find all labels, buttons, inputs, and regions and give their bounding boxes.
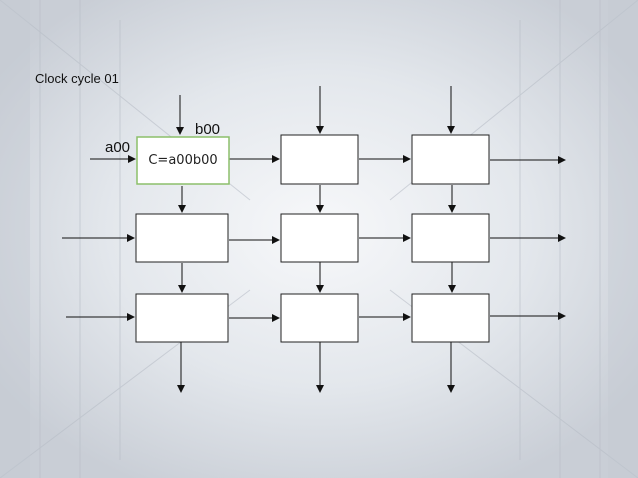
input-b-label: b00 [195, 121, 221, 138]
processing-elements [135, 134, 490, 343]
pe-cell [280, 134, 359, 185]
pe-cell [280, 213, 359, 263]
input-a-label: a00 [105, 139, 131, 156]
horizontal-arrows [62, 155, 566, 322]
pe-cell [411, 213, 490, 263]
pe-cell-active [136, 136, 230, 185]
vertical-arrows [176, 86, 456, 393]
pe-cell [280, 293, 359, 343]
clock-cycle-label: Clock cycle 01 [35, 71, 119, 86]
pe-cell [135, 293, 229, 343]
pe-cell [411, 134, 490, 185]
pe-cell [411, 293, 490, 343]
active-cell-text: C=a00b00 [148, 153, 218, 168]
pe-cell [135, 213, 229, 263]
